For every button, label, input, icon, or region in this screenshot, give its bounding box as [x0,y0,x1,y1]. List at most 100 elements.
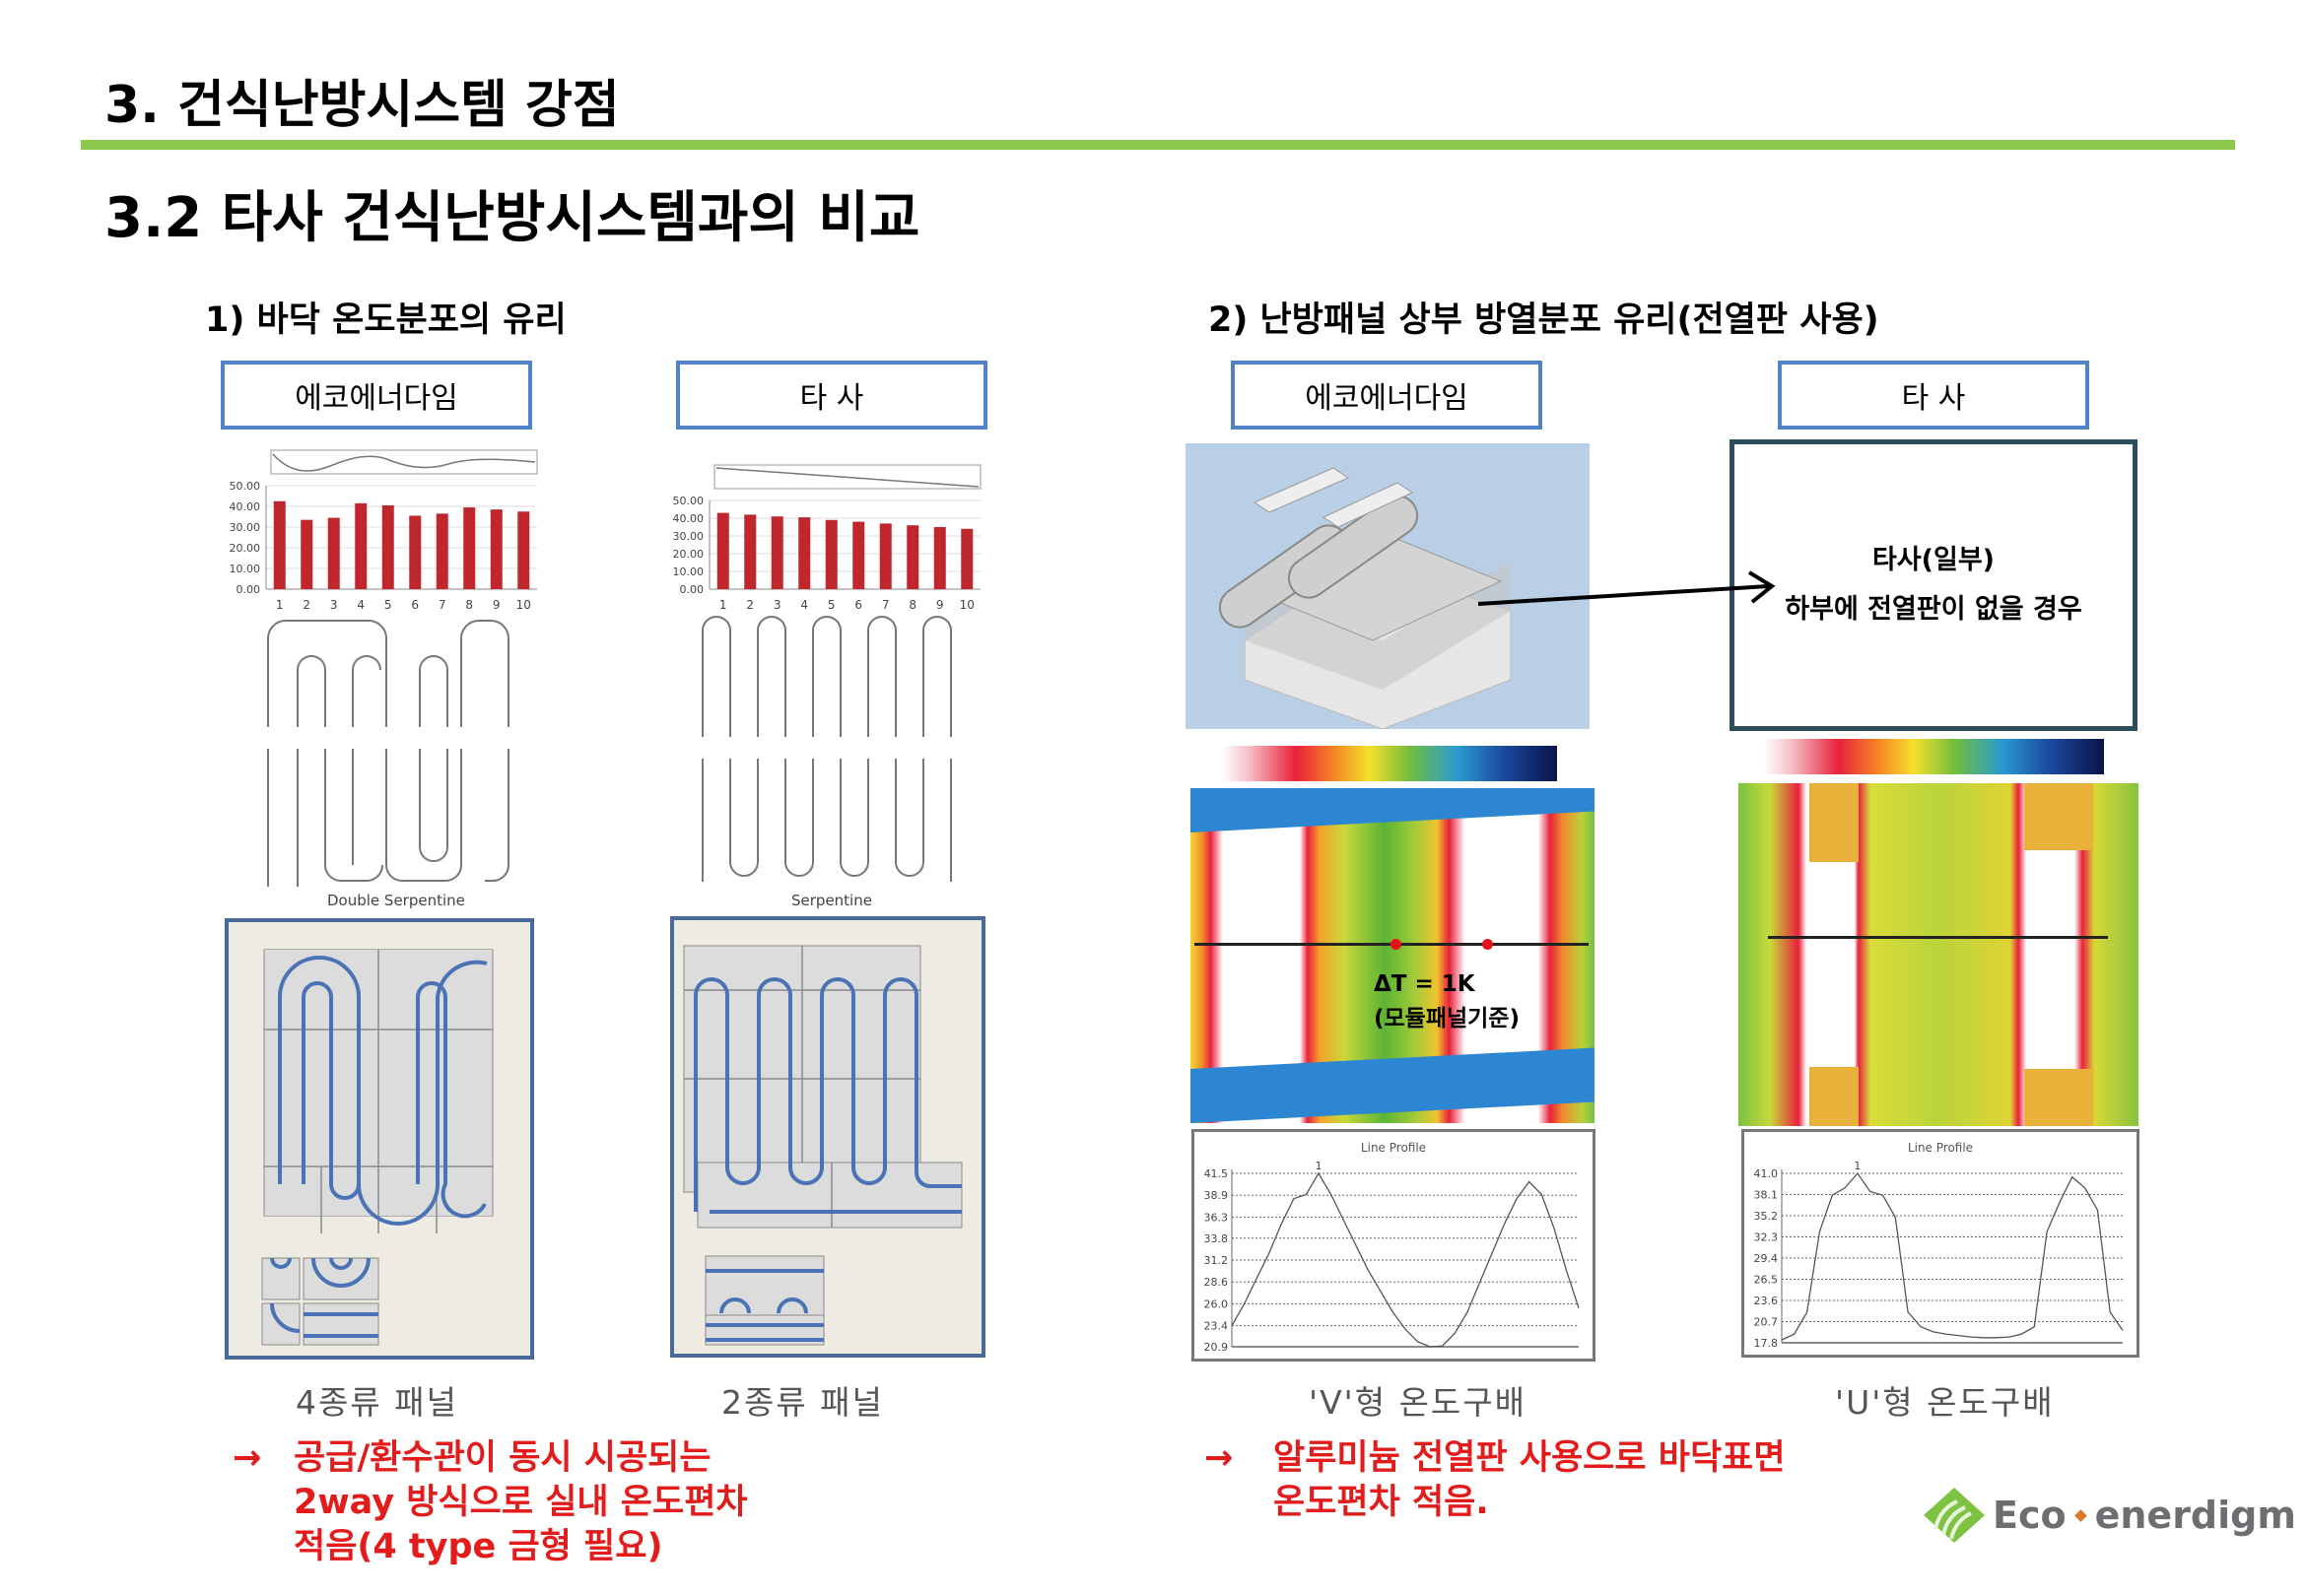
y-tick-label: 26.5 [1754,1274,1779,1287]
x-tick-label: 6 [411,598,419,612]
trend-mini-line [272,453,536,472]
y-tick-label: 0.00 [237,583,261,596]
bar [798,517,811,589]
y-tick-label: 28.6 [1204,1276,1229,1289]
y-tick-label: 0.00 [680,583,705,596]
x-tick-label: 1 [276,598,284,612]
y-tick-label: 20.00 [230,542,261,555]
note2-line: 알루미늄 전열판 사용으로 바닥표면 [1273,1438,1786,1478]
serpentine-label: Serpentine [791,892,872,909]
x-tick-label: 3 [330,598,338,612]
y-tick-label: 23.4 [1204,1320,1229,1333]
tag-other-2: 타 사 [1778,361,2089,430]
bar [907,525,919,589]
bar [517,511,530,589]
bar [301,519,313,589]
y-tick-label: 35.2 [1754,1210,1779,1223]
x-tick-label: 6 [854,598,862,612]
y-tick-label: 31.2 [1204,1254,1229,1267]
bar [716,512,729,589]
note1-line: 적음(4 type 금형 필요) [294,1527,663,1566]
profile-title: Line Profile [1361,1141,1426,1155]
section1-heading: 1) 바닥 온도분포의 유리 [205,300,567,340]
arrow-icon [1477,570,1776,606]
bar [879,523,892,589]
panel-3d-illustration [1186,443,1590,729]
delta-t-sublabel: (모듈패널기준) [1374,1006,1520,1031]
y-tick-label: 20.9 [1204,1341,1229,1354]
four-type-panel-drawing [225,918,534,1360]
bar [436,513,448,589]
thermal-image-ours: ΔT = 1K (모듈패널기준) [1190,788,1594,1123]
y-tick-label: 20.7 [1754,1316,1779,1329]
bar [273,500,286,589]
y-tick-label: 38.1 [1754,1189,1779,1202]
bar [409,515,422,589]
y-tick-label: 10.00 [230,563,261,575]
note1-text: 공급/환수관이 동시 시공되는 2way 방식으로 실내 온도편차 적음(4 t… [294,1436,748,1569]
y-tick-label: 30.00 [673,530,705,543]
other-company-placeholder-box: 타사(일부) 하부에 전열판이 없을 경우 [1730,439,2137,731]
measure-point-marker [1482,939,1493,950]
delta-t-label: ΔT = 1K [1374,971,1475,997]
caption-u-gradient: 'U'형 온도구배 [1835,1383,2055,1422]
slide-title: 3. 건식난방시스템 강점 [104,76,620,135]
y-tick-label: 41.0 [1754,1167,1779,1180]
y-tick-label: 40.00 [230,500,261,513]
two-type-panel-drawing [670,916,985,1358]
section-title: 3.2 타사 건식난방시스템과의 비교 [104,186,920,250]
x-tick-label: 5 [384,598,392,612]
bar [463,507,476,589]
y-tick-label: 20.00 [673,548,705,561]
x-tick-label: 4 [357,598,365,612]
tag-ours-1: 에코에너다임 [221,361,532,430]
x-tick-label: 5 [828,598,836,612]
logo-text-enerdigm: enerdigm [2094,1494,2296,1537]
title-divider [81,140,2235,150]
y-tick-label: 26.0 [1204,1297,1229,1310]
profile-line [1231,1171,1580,1348]
x-tick-label: 2 [303,598,310,612]
note1-arrow: → [233,1438,262,1478]
bar [961,528,974,589]
y-tick-label: 29.4 [1754,1252,1779,1265]
tag-other-1: 타 사 [676,361,987,430]
thermal-image-other [1738,783,2138,1126]
logo-text-eco: Eco [1993,1494,2067,1537]
bar [771,516,783,589]
other-box-line2: 하부에 전열판이 없을 경우 [1785,594,2082,625]
measure-point-marker [1390,939,1401,950]
y-tick-label: 40.00 [673,512,705,525]
x-tick-label: 10 [960,598,975,612]
tag-ours-2: 에코에너다임 [1231,361,1542,430]
company-logo: Eco enerdigm [1922,1486,2296,1545]
y-tick-label: 33.8 [1204,1232,1229,1245]
profile-title: Line Profile [1908,1141,1973,1155]
other-box-line1: 타사(일부) [1871,545,1996,575]
y-tick-label: 32.3 [1754,1231,1779,1244]
x-tick-label: 7 [439,598,446,612]
bar [852,521,865,589]
y-tick-label: 50.00 [230,480,261,493]
logo-dot-icon [2073,1508,2087,1522]
note2-text: 알루미늄 전열판 사용으로 바닥표면 온도편차 적음. [1273,1436,1786,1525]
trend-mini-line [715,467,980,488]
bar [327,517,340,589]
bar [355,502,368,589]
bar [825,519,838,589]
x-tick-label: 3 [774,598,781,612]
note2-line: 온도편차 적음. [1273,1483,1489,1522]
x-tick-label: 8 [909,598,916,612]
x-tick-label: 9 [936,598,944,612]
peak-marker-label: 1 [1854,1160,1861,1172]
note1-line: 공급/환수관이 동시 시공되는 [294,1438,712,1478]
peak-marker-label: 1 [1316,1160,1323,1172]
x-tick-label: 2 [746,598,754,612]
bar [744,514,757,589]
y-tick-label: 50.00 [673,495,705,507]
x-tick-label: 7 [882,598,890,612]
x-tick-label: 10 [516,598,531,612]
y-tick-label: 36.3 [1204,1211,1229,1224]
caption-v-gradient: 'V'형 온도구배 [1309,1383,1527,1422]
